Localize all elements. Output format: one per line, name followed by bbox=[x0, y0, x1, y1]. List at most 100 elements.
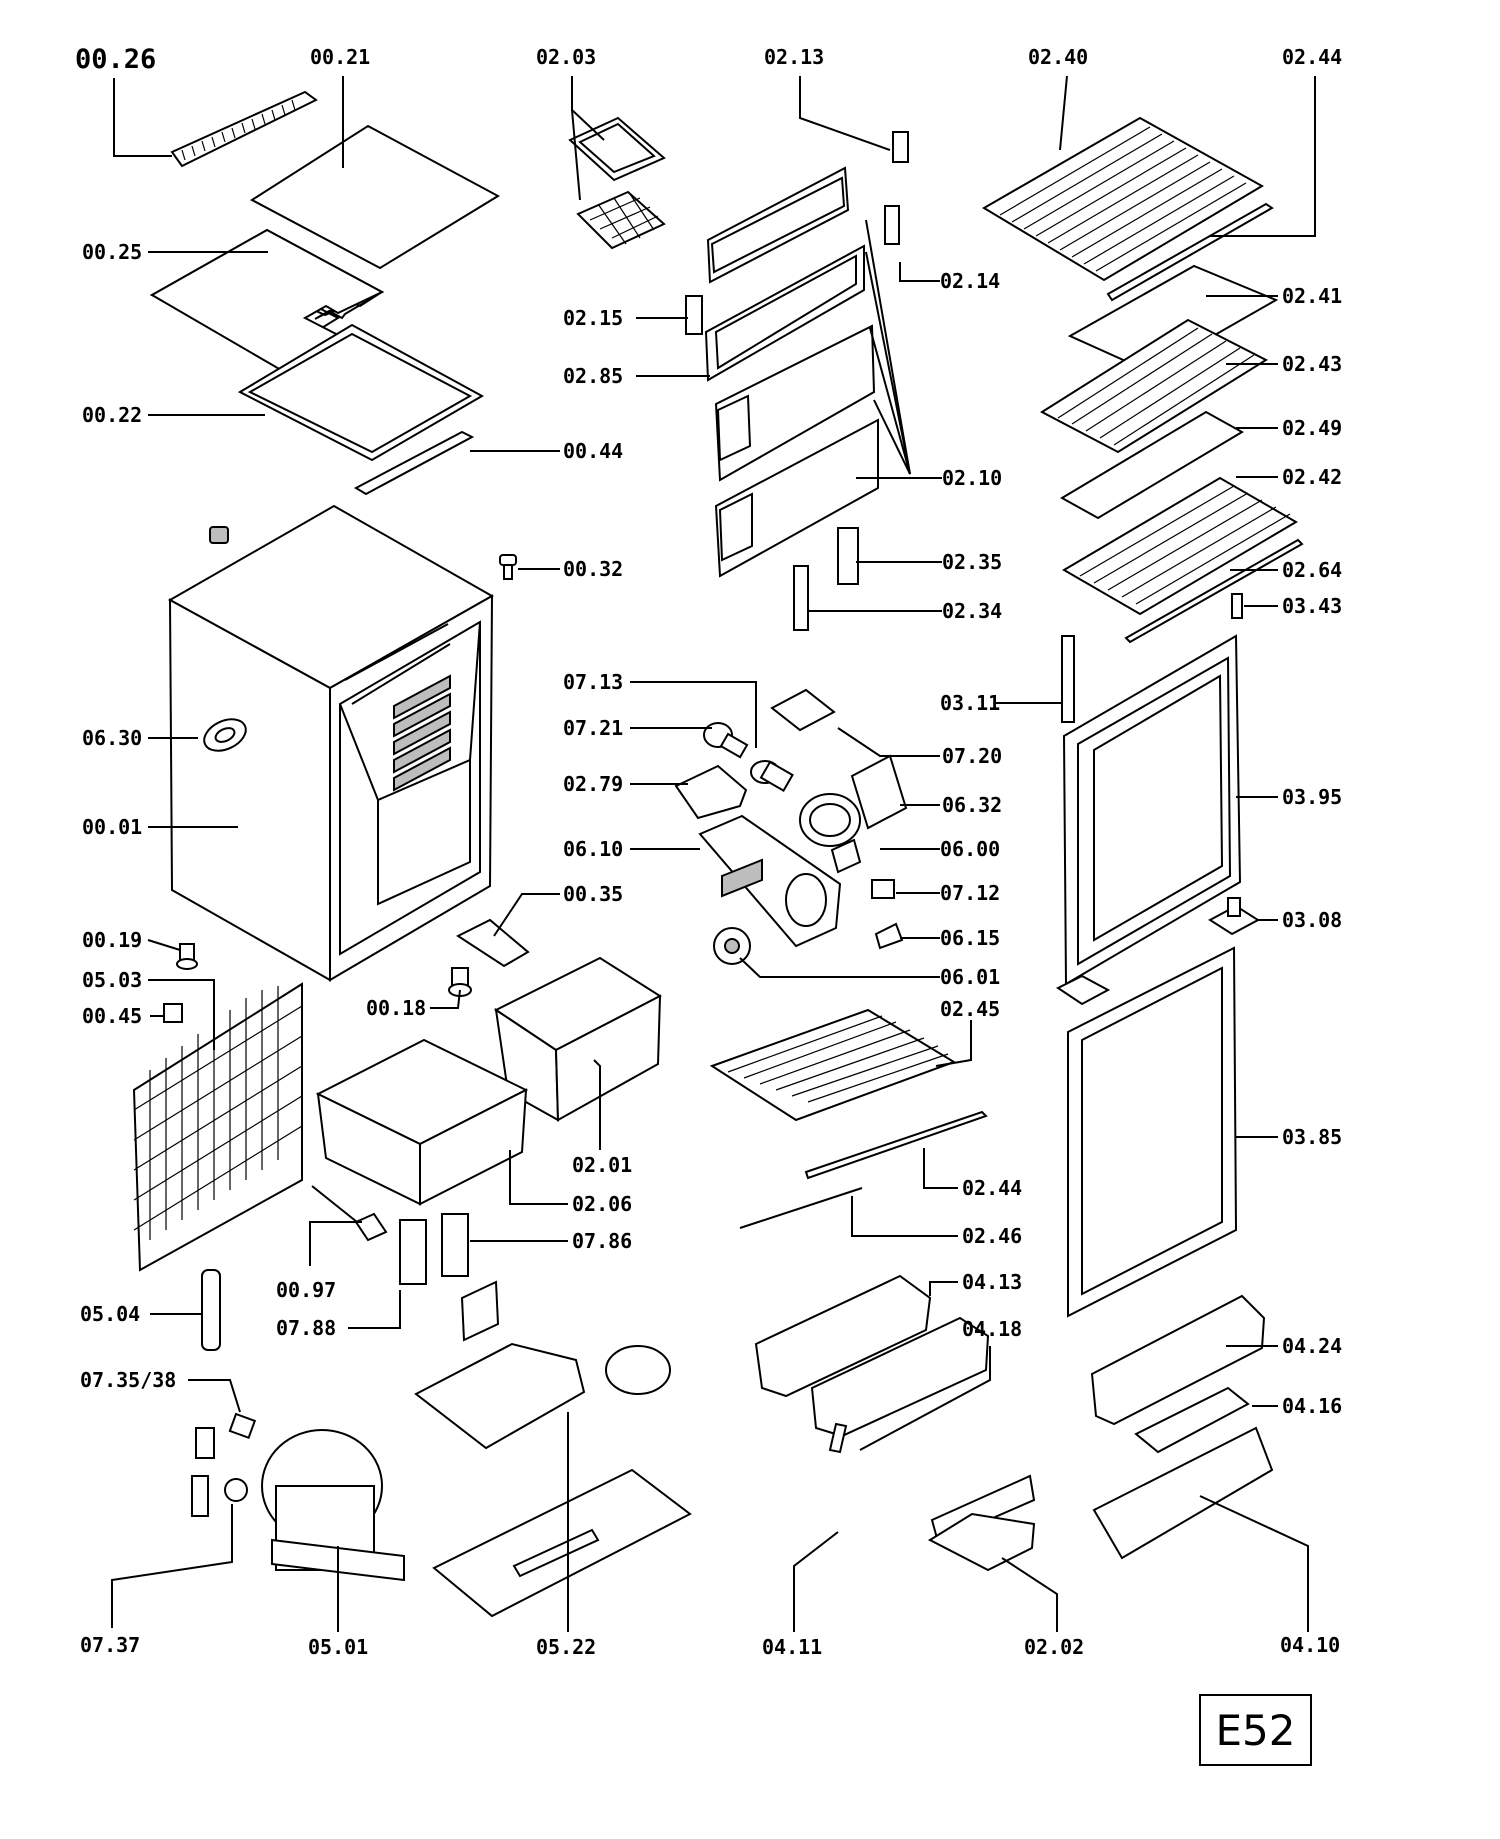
filter-drier bbox=[201, 1269, 221, 1351]
callout-04-18: 04.18 bbox=[962, 1317, 1022, 1341]
freezer-door-assembly bbox=[685, 166, 911, 578]
callout-04-24: 04.24 bbox=[1282, 1334, 1342, 1358]
callout-02-41: 02.41 bbox=[1282, 284, 1342, 308]
callout-02-34: 02.34 bbox=[942, 599, 1002, 623]
callout-02-42: 02.42 bbox=[1282, 465, 1342, 489]
butter-dish bbox=[927, 1512, 1036, 1572]
callout-00-45: 00.45 bbox=[82, 1004, 142, 1028]
callout-02-06: 02.06 bbox=[572, 1192, 632, 1216]
callout-00-19: 00.19 bbox=[82, 928, 142, 952]
crisper-bins bbox=[315, 956, 663, 1206]
shelf-rail-lower bbox=[1124, 538, 1304, 644]
grille-strip bbox=[170, 90, 318, 168]
callout-00-22: 00.22 bbox=[82, 403, 142, 427]
callout-07-37: 07.37 bbox=[80, 1633, 140, 1657]
callout-02-03: 02.03 bbox=[536, 45, 596, 69]
callout-07-21: 07.21 bbox=[563, 716, 623, 740]
hinge-screw bbox=[499, 554, 517, 580]
door-bins bbox=[754, 1274, 1274, 1560]
callout-02-13: 02.13 bbox=[764, 45, 824, 69]
callout-02-15: 02.15 bbox=[563, 306, 623, 330]
callout-02-10: 02.10 bbox=[942, 466, 1002, 490]
callout-00-21: 00.21 bbox=[310, 45, 370, 69]
callout-02-85: 02.85 bbox=[563, 364, 623, 388]
shelf-trim-rail bbox=[1106, 202, 1274, 302]
callout-06-30: 06.30 bbox=[82, 726, 142, 750]
shelf-edge-strip bbox=[804, 1110, 988, 1180]
callout-02-43: 02.43 bbox=[1282, 352, 1342, 376]
callout-03-85: 03.85 bbox=[1282, 1125, 1342, 1149]
compressor bbox=[261, 1429, 405, 1582]
callout-02-46: 02.46 bbox=[962, 1224, 1022, 1248]
ice-tray bbox=[568, 116, 666, 250]
door-panel bbox=[1062, 634, 1242, 986]
callout-05-03: 05.03 bbox=[82, 968, 142, 992]
condenser-coil bbox=[132, 982, 303, 1272]
callout-02-44-top: 02.44 bbox=[1282, 45, 1342, 69]
door-gasket bbox=[1067, 946, 1238, 1318]
callout-05-22: 05.22 bbox=[536, 1635, 596, 1659]
callout-02-02: 02.02 bbox=[1024, 1635, 1084, 1659]
trim-strip bbox=[353, 430, 475, 496]
callout-07-12: 07.12 bbox=[940, 881, 1000, 905]
callout-02-45: 02.45 bbox=[940, 997, 1000, 1021]
relay-parts bbox=[191, 1412, 257, 1517]
callout-02-44-bottom: 02.44 bbox=[962, 1176, 1022, 1200]
hinge-clip-top bbox=[892, 131, 909, 163]
bottom-bracket bbox=[455, 918, 530, 968]
top-cover-panel bbox=[250, 124, 501, 270]
callout-06-10: 06.10 bbox=[563, 837, 623, 861]
callout-06-32: 06.32 bbox=[942, 793, 1002, 817]
door-stop-block bbox=[837, 527, 859, 585]
callout-00-26: 00.26 bbox=[75, 44, 156, 75]
light-housing bbox=[698, 793, 904, 965]
callout-04-13: 04.13 bbox=[962, 1270, 1022, 1294]
callout-02-35: 02.35 bbox=[942, 550, 1002, 574]
callout-00-32: 00.32 bbox=[563, 557, 623, 581]
callout-05-04: 05.04 bbox=[80, 1302, 140, 1326]
callout-03-43: 03.43 bbox=[1282, 594, 1342, 618]
fridge-shelf bbox=[709, 1008, 957, 1122]
callout-02-01: 02.01 bbox=[572, 1153, 632, 1177]
callout-07-20: 07.20 bbox=[942, 744, 1002, 768]
shelf-lower bbox=[1062, 476, 1298, 616]
callout-00-25: 00.25 bbox=[82, 240, 142, 264]
callout-03-95: 03.95 bbox=[1282, 785, 1342, 809]
callout-02-79: 02.79 bbox=[563, 772, 623, 796]
callout-02-14: 02.14 bbox=[940, 269, 1000, 293]
callout-07-86: 07.86 bbox=[572, 1229, 632, 1253]
door-hinge-pin bbox=[793, 565, 809, 631]
callout-labels: 00.26 00.21 02.03 02.13 02.40 02.44 00.2… bbox=[75, 44, 1342, 1659]
thermostat-parts bbox=[674, 688, 908, 830]
callout-00-18: 00.18 bbox=[366, 996, 426, 1020]
callout-06-01: 06.01 bbox=[940, 965, 1000, 989]
callout-04-16: 04.16 bbox=[1282, 1394, 1342, 1418]
shelf-rod bbox=[739, 1187, 863, 1229]
callout-00-01: 00.01 bbox=[82, 815, 142, 839]
drawing-code-box: E52 bbox=[1199, 1694, 1312, 1766]
door-rod bbox=[1061, 635, 1075, 723]
freezer-shelf-top bbox=[982, 116, 1265, 282]
callout-07-13: 07.13 bbox=[563, 670, 623, 694]
callout-06-00: 06.00 bbox=[940, 837, 1000, 861]
callout-07-35-38: 07.35/38 bbox=[80, 1368, 176, 1392]
hinge-clip bbox=[884, 205, 900, 245]
cabinet-body bbox=[167, 504, 495, 982]
callout-04-11: 04.11 bbox=[762, 1635, 822, 1659]
glass-plate-lower bbox=[1059, 410, 1245, 520]
callout-04-10: 04.10 bbox=[1280, 1633, 1340, 1657]
rail-bracket bbox=[1231, 593, 1243, 619]
callout-00-35: 00.35 bbox=[563, 882, 623, 906]
callout-03-08: 03.08 bbox=[1282, 908, 1342, 932]
part-drawings bbox=[132, 90, 1304, 1618]
callout-00-44: 00.44 bbox=[563, 439, 623, 463]
leader-lines bbox=[111, 75, 1316, 1632]
top-plug bbox=[209, 526, 229, 544]
callout-05-01: 05.01 bbox=[308, 1635, 368, 1659]
drawing-code: E52 bbox=[1215, 1705, 1296, 1755]
callout-02-64: 02.64 bbox=[1282, 558, 1342, 582]
callout-02-40: 02.40 bbox=[1028, 45, 1088, 69]
callout-03-11: 03.11 bbox=[940, 691, 1000, 715]
compressor-cover-and-base bbox=[414, 1342, 692, 1618]
